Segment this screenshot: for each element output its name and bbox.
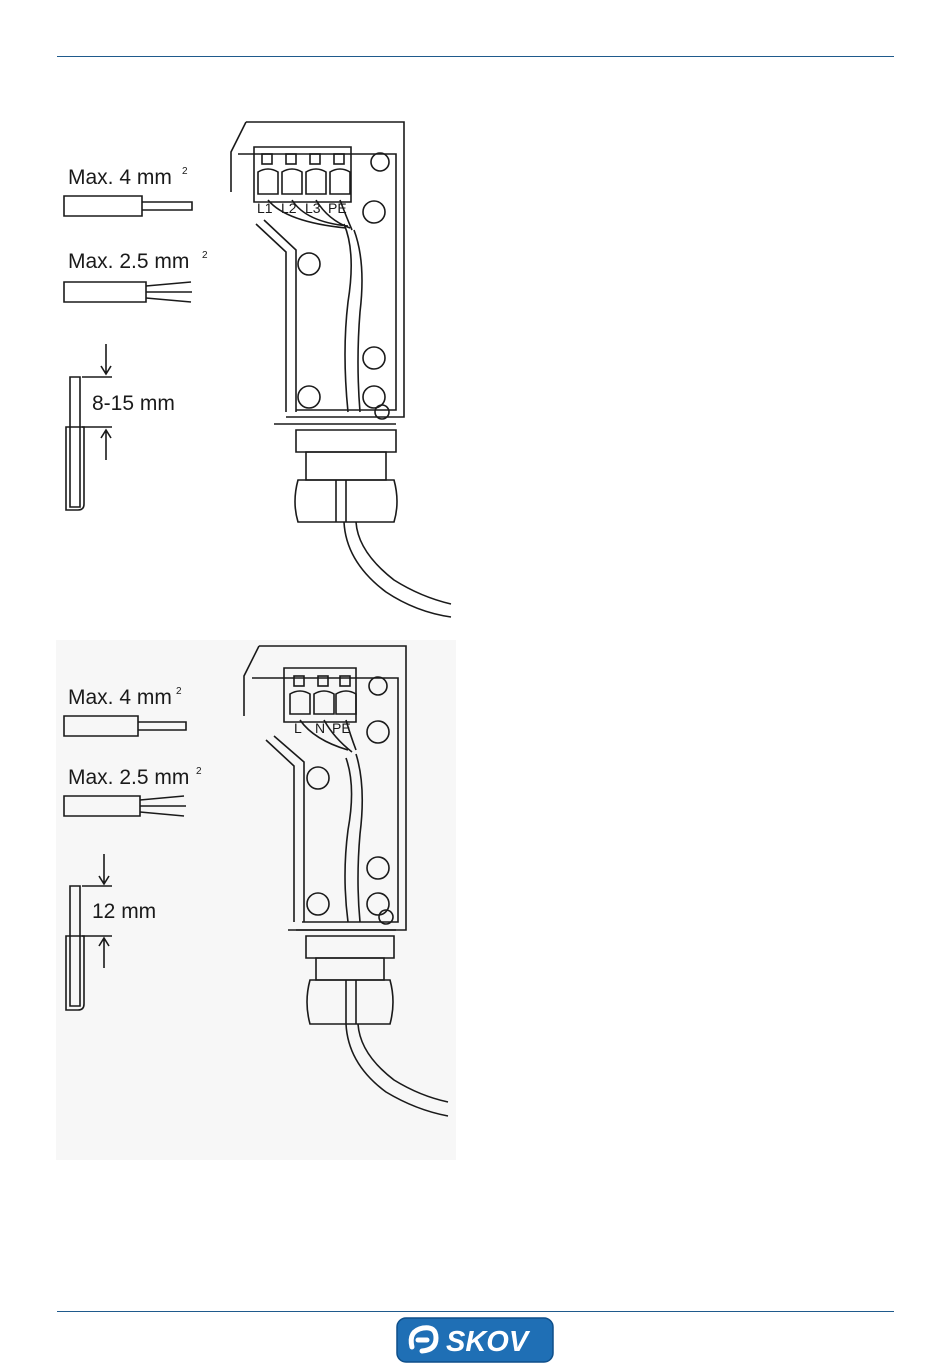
- solid-wire-sup: 2: [176, 686, 182, 697]
- skov-logo: SKOV: [396, 1317, 554, 1363]
- strip-length-label: 8-15 mm: [92, 392, 175, 415]
- terminal-label: L2: [281, 200, 297, 216]
- stranded-wire-icon: [64, 282, 192, 302]
- solid-wire-label: Max. 4 mm: [68, 686, 172, 709]
- terminal-box-icon: [231, 122, 404, 424]
- stranded-wire-label: Max. 2.5 mm: [68, 250, 189, 273]
- terminal-label: L: [294, 720, 302, 736]
- footer-rule: [57, 1311, 894, 1312]
- terminal-label: L3: [305, 200, 321, 216]
- strip-length-wire-icon: [66, 854, 112, 1010]
- stranded-wire-sup: 2: [202, 250, 208, 261]
- strip-length-wire-icon: [66, 344, 112, 510]
- stranded-wire-label: Max. 2.5 mm: [68, 766, 189, 789]
- stranded-wire-sup: 2: [196, 766, 202, 777]
- logo-wordmark: SKOV: [446, 1326, 531, 1358]
- solid-wire-sup: 2: [182, 166, 188, 177]
- wiring-diagram-single-phase: Max. 4 mm 2 Max. 2.5 mm 2 12 mm L N PE: [56, 640, 456, 1160]
- terminal-label: N: [315, 720, 325, 736]
- solid-wire-icon: [64, 716, 186, 736]
- strip-length-label: 12 mm: [92, 900, 156, 923]
- wiring-diagram-three-phase: Max. 4 mm 2 Max. 2.5 mm 2 8-15 mm L1 L2 …: [56, 112, 456, 632]
- terminal-label: PE: [328, 200, 347, 216]
- header-rule: [57, 56, 894, 57]
- solid-wire-label: Max. 4 mm: [68, 166, 172, 189]
- terminal-label: PE: [332, 720, 351, 736]
- terminal-box-icon: [244, 646, 406, 930]
- solid-wire-icon: [64, 196, 192, 216]
- terminal-label: L1: [257, 200, 273, 216]
- cable-gland-icon: [306, 936, 448, 1116]
- cable-gland-icon: [295, 430, 451, 617]
- stranded-wire-icon: [64, 796, 186, 816]
